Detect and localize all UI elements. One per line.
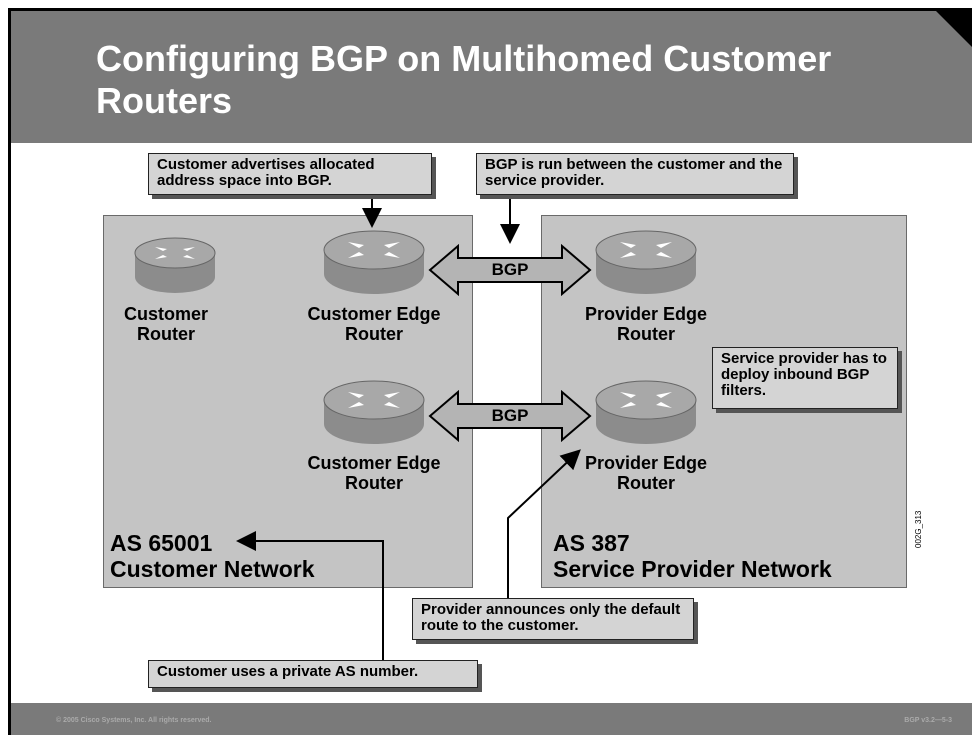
slide-footer: © 2005 Cisco Systems, Inc. All rights re…	[11, 703, 972, 735]
bgp-link-top-label: BGP	[491, 260, 529, 279]
callout-bgp-run: BGP is run between the customer and the …	[476, 153, 794, 195]
default-route-pointer	[507, 449, 581, 598]
provider-edge-router-2-label: Provider Edge Router	[584, 453, 708, 493]
slide-header	[11, 11, 972, 143]
callout-private-as: Customer uses a private AS number.	[148, 660, 478, 688]
corner-tab	[936, 11, 972, 47]
bgp-link-bottom-label: BGP	[491, 406, 529, 425]
private-as-pointer	[236, 531, 384, 660]
router-icon	[323, 230, 425, 294]
customer-network-name: Customer Network	[110, 556, 315, 582]
double-arrow-icon	[428, 244, 592, 296]
router-icon	[323, 380, 425, 444]
provider-network-name: Service Provider Network	[553, 556, 832, 582]
callout-default-route: Provider announces only the default rout…	[412, 598, 694, 640]
slide-frame	[8, 8, 972, 735]
customer-router-label: Customer Router	[123, 304, 208, 344]
router-icon	[595, 230, 697, 294]
double-arrow-icon	[428, 390, 592, 442]
customer-edge-router-2-label: Customer Edge Router	[307, 453, 441, 493]
router-icon	[595, 380, 697, 444]
course-reference: BGP v3.2—5-3	[904, 717, 952, 724]
figure-code: 002G_313	[914, 510, 923, 548]
provider-as-number: AS 387	[553, 530, 630, 556]
callout-advertise: Customer advertises allocated address sp…	[148, 153, 432, 195]
provider-edge-router-1-label: Provider Edge Router	[584, 304, 708, 344]
customer-edge-router-1-label: Customer Edge Router	[307, 304, 441, 344]
callout-filters: Service provider has to deploy inbound B…	[712, 347, 898, 409]
customer-as-number: AS 65001	[110, 530, 213, 556]
router-icon	[134, 237, 216, 293]
copyright-text: © 2005 Cisco Systems, Inc. All rights re…	[56, 717, 212, 724]
slide-title: Configuring BGP on Multihomed Customer R…	[96, 38, 832, 121]
